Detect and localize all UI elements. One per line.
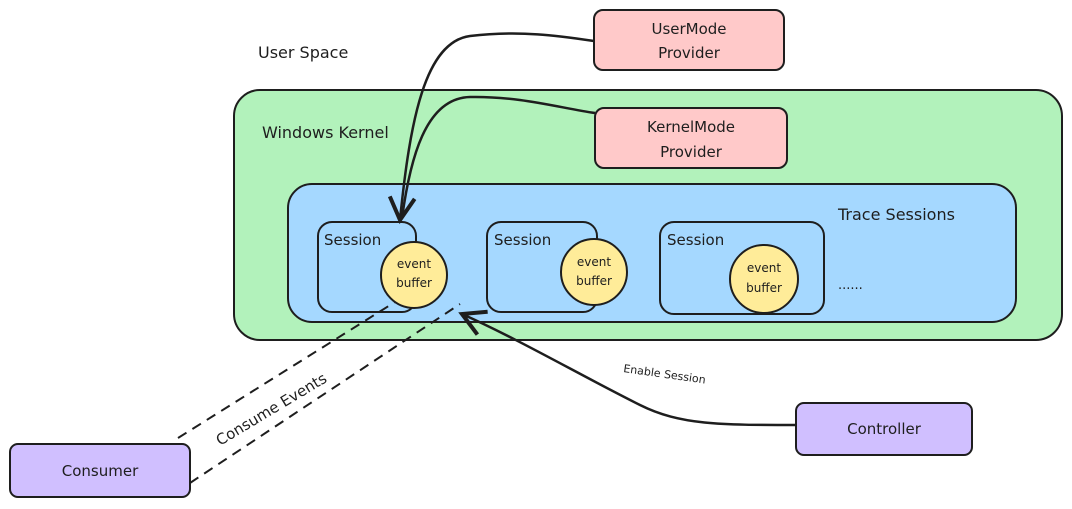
- usermode-provider: UserMode Provider: [593, 9, 785, 71]
- session-1: Session event buffer: [317, 221, 448, 313]
- controller: Controller: [795, 402, 973, 456]
- kernelmode-provider-arrow: [400, 95, 596, 219]
- event-buffer: [729, 244, 799, 314]
- kernelmode-provider-line2: Provider: [660, 143, 723, 161]
- windows-kernel-label: Windows Kernel: [262, 123, 389, 142]
- event-buffer-line2: buffer: [396, 276, 432, 290]
- kernelmode-provider-box: [594, 107, 788, 169]
- consume-events-label: Consume Events: [213, 369, 330, 449]
- kernelmode-provider-line1: KernelMode: [647, 118, 735, 136]
- consumer: Consumer: [9, 443, 191, 498]
- session-2: Session event buffer: [486, 221, 628, 313]
- session-label: Session: [324, 231, 381, 249]
- event-buffer-line1: event: [577, 255, 611, 269]
- event-buffer-line2: buffer: [746, 281, 782, 295]
- event-buffer: [380, 241, 448, 309]
- user-space-label: User Space: [258, 43, 348, 62]
- controller-label: Controller: [847, 420, 922, 438]
- session-label: Session: [494, 231, 551, 249]
- enable-session-arrow: [458, 309, 797, 427]
- session-3: Session event buffer: [659, 221, 825, 315]
- event-buffer: [560, 238, 628, 306]
- trace-sessions-label: Trace Sessions: [837, 205, 955, 224]
- consume-events-line-upper: [177, 301, 396, 439]
- usermode-provider-arrow: [387, 32, 595, 225]
- event-buffer-line2: buffer: [576, 274, 612, 288]
- event-buffer-line1: event: [747, 261, 781, 275]
- usermode-provider-line1: UserMode: [651, 20, 726, 38]
- event-buffer-line1: event: [397, 257, 431, 271]
- trace-sessions-region: [287, 183, 1017, 323]
- enable-session-label: Enable Session: [623, 362, 707, 386]
- consumer-label: Consumer: [62, 462, 139, 480]
- more-sessions-ellipsis: ......: [838, 278, 863, 293]
- session-label: Session: [667, 231, 724, 249]
- controller-box: [795, 402, 973, 456]
- kernelmode-provider: KernelMode Provider: [594, 107, 788, 169]
- consumer-box: [9, 443, 191, 498]
- usermode-provider-line2: Provider: [658, 44, 721, 62]
- consume-events-line-lower: [189, 303, 461, 484]
